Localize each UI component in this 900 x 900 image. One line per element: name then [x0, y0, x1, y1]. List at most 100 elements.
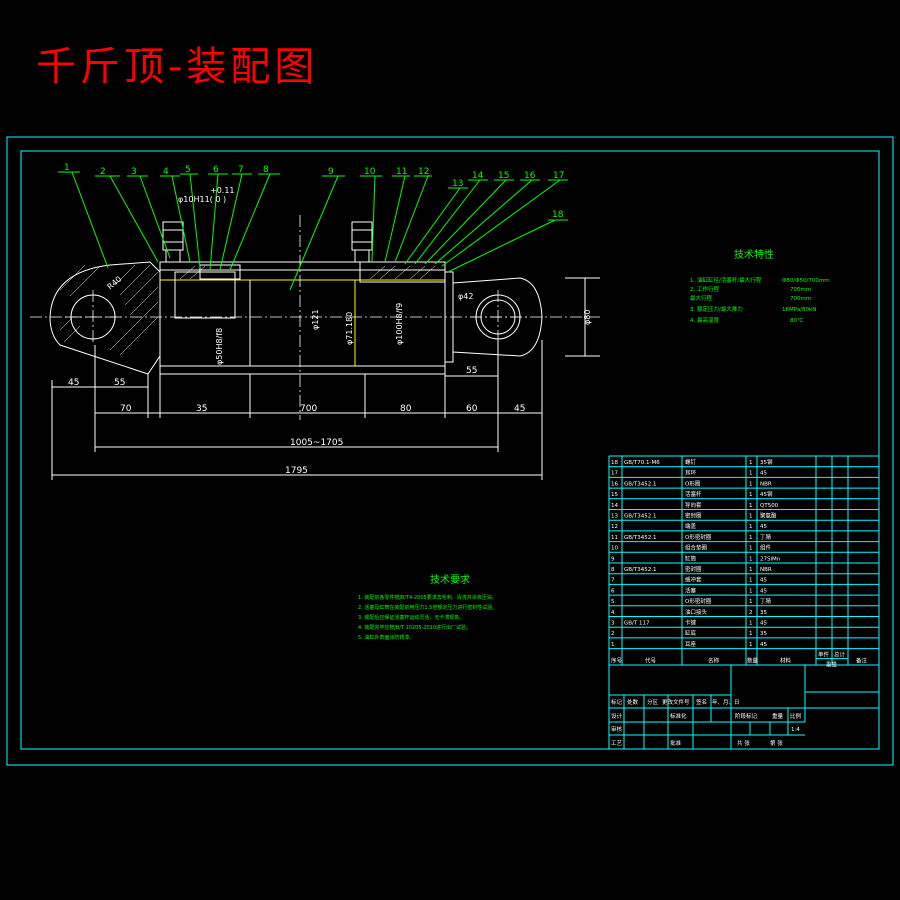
bom-row-10-material: 组件: [760, 544, 772, 552]
fit-phi71: φ71.180: [345, 312, 354, 345]
bom-row-17-name: 耳环: [685, 470, 697, 477]
dim-60: 60: [466, 404, 478, 414]
oil-port-left: [162, 221, 184, 263]
oil-port-right: [351, 221, 373, 263]
bom-row-3-qty: 1: [749, 621, 753, 627]
bom-row-5-material: 丁腈: [760, 597, 772, 605]
bom-row-17-no: 17: [611, 471, 618, 477]
tb-gongzhang: 共 张: [737, 739, 750, 747]
fit-annotations: φ10H11( 0 ) +0.11 φ50H8/f8 φ121 φ71.180 …: [106, 186, 592, 365]
balloon-4: 4: [163, 167, 169, 177]
bom-row-12-material: 45: [760, 524, 767, 530]
balloon-10: 10: [364, 167, 376, 177]
tech-req-1: 1. 装配前各零件按JB/T4-2005要求去毛刺、清洗并涂液压油。: [358, 594, 497, 601]
cylinder-barrel: [159, 215, 454, 420]
tb-pizhun: 批准: [670, 739, 682, 747]
bom-row-16-qty: 1: [749, 481, 753, 487]
fit-phi10: φ10H11( 0 ): [178, 195, 226, 204]
bom-row-18-code: GB/T70.1-M6: [624, 460, 660, 466]
bom-row-15-material: 45钢: [760, 490, 773, 498]
tech-characteristics: 技术特性 1. 油缸缸径/活塞杆/最大行程 Φ80/Φ50/700mm 2. 工…: [690, 248, 830, 324]
tb-gongyi: 工艺: [611, 740, 623, 747]
tb-jieduan: 阶段标记: [735, 712, 758, 720]
tech-requirements: 技术要求 1. 装配前各零件按JB/T4-2005要求去毛刺、清洗并涂液压油。 …: [358, 573, 497, 641]
dim-55-right: 55: [466, 366, 477, 376]
bom-hdr-code: 代号: [645, 657, 657, 665]
bom-row-18-no: 18: [611, 460, 618, 466]
bom-row-17-qty: 1: [749, 471, 753, 477]
bom-row-1-qty: 1: [749, 642, 753, 648]
bom-row-3-code: GB/T 117: [624, 621, 650, 627]
bom-row-12-qty: 1: [749, 524, 753, 530]
tb-bili: 比例: [790, 712, 802, 720]
bom-row-10-qty: 1: [749, 546, 753, 552]
tb-ghwj: 更改文件号: [662, 698, 690, 706]
bom-row-2-qty: 1: [749, 631, 753, 637]
bom-hdr-remark: 备注: [856, 657, 868, 665]
bom-row-16-code: GB/T3452.1: [624, 481, 657, 487]
balloon-2: 2: [100, 167, 106, 177]
tb-dizhang: 第 张: [770, 739, 783, 747]
tb-biaoji: 标记: [611, 698, 623, 706]
tech-char-5-value: 80℃: [790, 317, 803, 324]
tech-chars-heading: 技术特性: [734, 248, 774, 261]
bom-hdr-qty: 数量: [747, 657, 759, 665]
rod-end-eye: [452, 277, 543, 357]
tb-scale: 1:4: [791, 727, 800, 733]
bom-row-7-no: 7: [611, 578, 615, 584]
fit-tol: +0.11: [210, 186, 235, 195]
balloon-5: 5: [185, 165, 191, 175]
bom-row-7-qty: 1: [749, 578, 753, 584]
bom-hdr-name: 名称: [708, 657, 720, 665]
fit-phi42: φ42: [458, 292, 473, 301]
bom-row-11-material: 丁腈: [760, 533, 772, 541]
tech-char-4-value: 16MPa/80kN: [782, 307, 816, 313]
bom-row-1-no: 1: [611, 642, 615, 648]
bom-hdr-unit: 单件: [818, 651, 830, 659]
bom-row-9-name: 缸筒: [685, 554, 697, 562]
tech-char-1-value: Φ80/Φ50/700mm: [782, 278, 830, 284]
bom-row-13-qty: 1: [749, 514, 753, 520]
outer-border: [6, 136, 894, 766]
bom-row-4-material: 35: [760, 610, 767, 616]
bom-row-8-no: 8: [611, 567, 615, 573]
bom-row-7-material: 45: [760, 578, 767, 584]
drawing-title: 千斤顶-装配图: [36, 44, 319, 90]
bom-row-11-name: O形密封圈: [685, 533, 712, 541]
fit-phi80: φ80: [583, 310, 592, 325]
cylinder-base-ear: [49, 261, 161, 375]
bom-row-17-material: 45: [760, 471, 767, 477]
bom-row-16-no: 16: [611, 481, 618, 487]
dim-45-left: 45: [68, 378, 79, 388]
bom-row-10-name: 组合垫圈: [685, 544, 708, 552]
tech-char-4-label: 3. 额定压力/最大推力: [690, 305, 743, 313]
balloon-12: 12: [418, 167, 429, 177]
bom-row-8-code: GB/T3452.1: [624, 567, 657, 573]
balloon-18: 18: [552, 210, 564, 220]
dimension-lines: [51, 340, 543, 480]
fit-r40: R40: [106, 275, 124, 292]
balloon-16: 16: [524, 171, 536, 181]
bom-row-16-material: NBR: [760, 481, 772, 487]
bom-row-5-no: 5: [611, 599, 615, 605]
bom-row-8-name: 密封圈: [685, 565, 702, 573]
tb-sheji: 设计: [611, 712, 623, 720]
bom-row-14-no: 14: [611, 503, 618, 509]
bom-row-9-no: 9: [611, 556, 615, 562]
title-block-text: 标记 处数 分区 更改文件号 签名 年、月、日 设计 标准化 阶段标记 重量 比…: [611, 698, 802, 747]
bom-row-11-qty: 1: [749, 535, 753, 541]
title-block: [608, 664, 880, 750]
bom-row-4-name: 油口接头: [685, 608, 708, 616]
tb-nyr: 年、月、日: [712, 698, 740, 706]
bom-row-5-name: O形密封圈: [685, 597, 712, 605]
bom-row-4-no: 4: [611, 610, 615, 616]
balloon-6: 6: [213, 165, 219, 175]
bom-row-5-qty: 1: [749, 599, 753, 605]
bom-row-6-qty: 1: [749, 588, 753, 594]
tb-qianming: 签名: [696, 698, 707, 706]
bom-row-3-no: 3: [611, 621, 615, 627]
bom-row-13-name: 密封圈: [685, 512, 702, 520]
balloon-11: 11: [396, 167, 407, 177]
bom-row-1-name: 耳座: [685, 640, 697, 648]
